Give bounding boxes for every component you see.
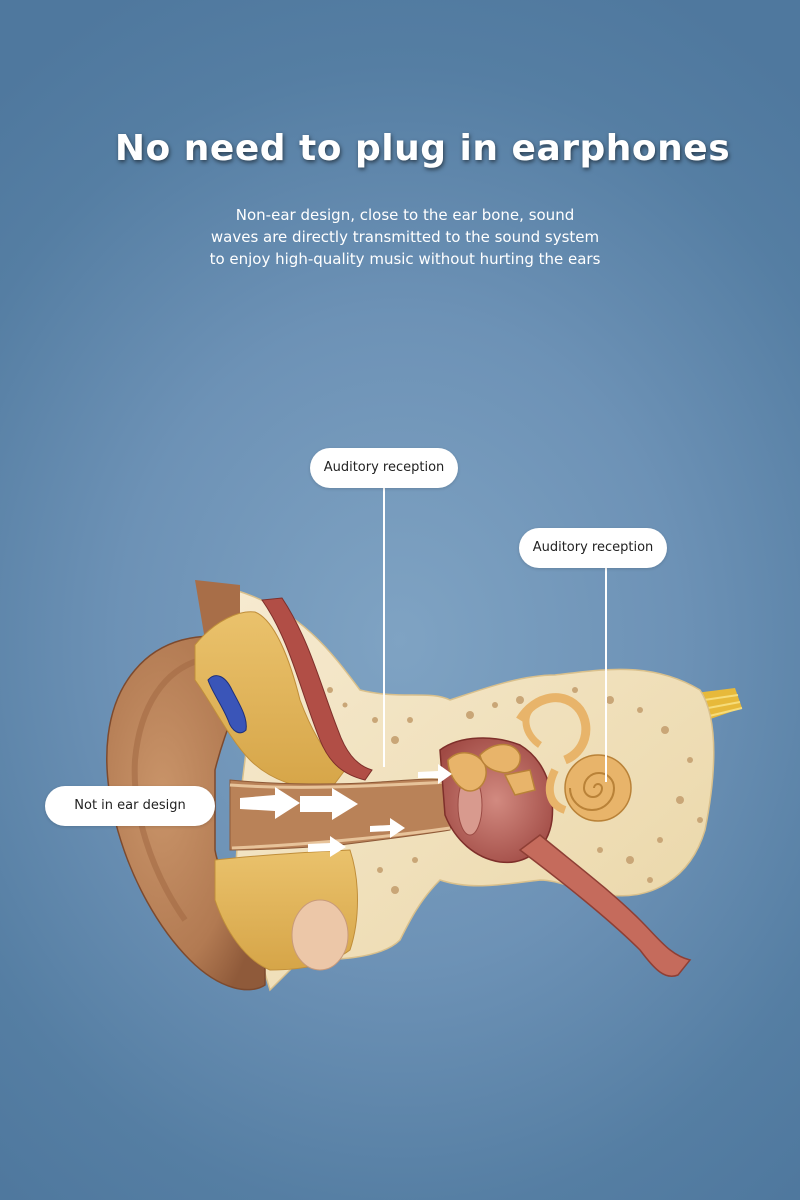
- subtitle-line-1: Non-ear design, close to the ear bone, s…: [235, 206, 575, 224]
- callout-auditory-reception-right: Auditory reception: [519, 528, 667, 568]
- blood-vessel: [261, 597, 373, 781]
- headline: No need to plug in earphones: [114, 128, 731, 169]
- arrow-icon: [308, 836, 346, 857]
- leader-line-right: [605, 567, 607, 782]
- callout-auditory-reception-top: Auditory reception: [310, 448, 458, 488]
- leader-line-top: [383, 487, 385, 767]
- subtitle-line-3: to enjoy high-quality music without hurt…: [209, 250, 601, 268]
- fat-tissue-lower: [214, 849, 358, 971]
- callout-not-in-ear-design: Not in ear design: [45, 786, 215, 826]
- arrow-icon: [370, 818, 405, 838]
- inner-ear: [516, 693, 632, 822]
- subtitle: Non-ear design, close to the ear bone, s…: [0, 204, 800, 270]
- ossicles: [447, 743, 536, 796]
- sound-arrows: [240, 764, 452, 857]
- arrow-icon: [300, 788, 358, 820]
- eustachian-tube: [518, 834, 692, 977]
- ear-anatomy-illustration: [106, 580, 743, 992]
- arrow-icon: [418, 764, 452, 784]
- subtitle-line-2: waves are directly transmitted to the so…: [210, 228, 600, 246]
- arrow-icon: [240, 787, 300, 819]
